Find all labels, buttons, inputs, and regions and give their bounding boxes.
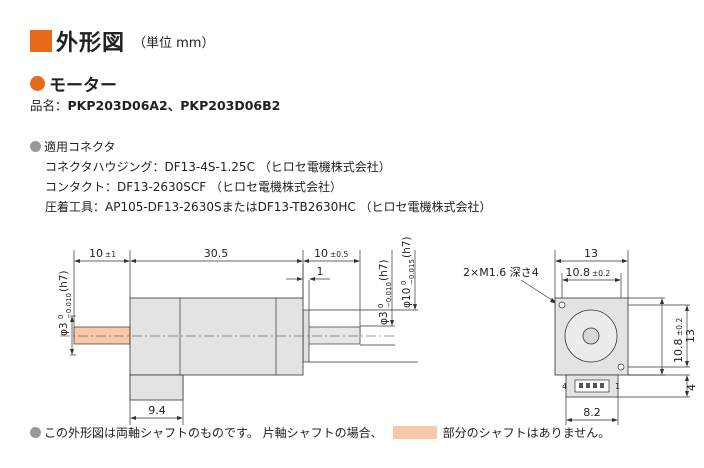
title-square-icon: [30, 30, 52, 52]
footer-text1: この外形図は両軸シャフトのものです。 片軸シャフトの場合、: [44, 426, 383, 440]
pin-2-icon: [593, 383, 597, 388]
pin-1-icon: [600, 383, 604, 388]
product-line: 品名：PKP203D06A2、PKP203D06B2: [30, 95, 280, 114]
pin-3-icon: [586, 383, 590, 388]
side-view-arrows: [70, 259, 417, 420]
connector-housing: コネクタハウジング：DF13-4S-1.25C （ヒロセ電機株式会社）: [45, 160, 391, 174]
mount-hole-top-left-icon: [558, 301, 566, 309]
shaft-dia-left-tol-top: 0: [57, 315, 65, 319]
product-label: 品名：: [30, 98, 68, 113]
title-main: 外形図: [56, 31, 126, 56]
dim-front-height: 13: [684, 329, 697, 343]
motor-heading-text: モーター: [49, 76, 117, 96]
pin-left-label: 4: [562, 382, 567, 391]
dim-shaft-left: 10: [89, 247, 103, 260]
pilot-dia-tol-bottom: −0.015: [408, 259, 416, 285]
orange-bullet-icon: [30, 76, 45, 91]
pilot-dia-label: φ10 0 −0.015 (h7): [400, 236, 416, 308]
connector-info: 適用コネクタ コネクタハウジング：DF13-4S-1.25C （ヒロセ電機株式会…: [30, 137, 492, 217]
front-view-arrows: [550, 259, 689, 422]
pilot-dia: φ10: [401, 288, 413, 308]
dim-pitch: 10.8: [566, 266, 591, 279]
tol-shaft-left: ±1: [105, 250, 116, 259]
connector-heading-row: 適用コネクタ: [30, 137, 492, 157]
footer-note: この外形図は両軸シャフトのものです。 片軸シャフトの場合、 部分のシャフトはあり…: [30, 424, 610, 441]
shaft-dia-left-tol-bottom: −0.010: [65, 293, 73, 319]
shaft-dia-right-fit: (h7): [378, 259, 390, 281]
shaft-left: [73, 326, 131, 345]
pin-4-icon: [579, 383, 583, 388]
gray-bullet-icon: [30, 427, 41, 438]
height-label: 13: [684, 329, 697, 343]
connector-contact: コンタクト：DF13-2630SCF （ヒロセ電機株式会社）: [45, 180, 342, 194]
shaft-dia-left-fit: (h7): [58, 270, 70, 292]
shaft-dia-right-label: φ3 0 −0.010 (h7): [377, 259, 393, 325]
mount-hole-bottom-right-icon: [617, 363, 625, 371]
product-models: PKP203D06A2、PKP203D06B2: [67, 98, 281, 113]
tol-pitch-v: ±0.2: [675, 318, 684, 336]
pin-right-label: 1: [615, 382, 620, 391]
motor-heading: モーター: [30, 71, 117, 96]
shaft-dia-left: φ3: [58, 322, 70, 336]
shaft-dia-right-tol-bottom: −0.010: [385, 282, 393, 308]
title-unit: （単位 mm）: [133, 35, 215, 51]
side-view-lines: [70, 250, 418, 425]
pilot-dia-tol-top: 0: [400, 281, 408, 285]
page-title: 外形図 （単位 mm）: [30, 28, 215, 56]
dim-connector-side: 9.4: [148, 404, 166, 417]
conn-h-label: 4: [685, 384, 698, 391]
dim-shaft-right: 10: [314, 247, 328, 260]
motor-body: [129, 297, 304, 376]
dim-conn-h: 4: [685, 384, 698, 391]
dim-front-width: 13: [584, 247, 598, 260]
shaft-dia-right: φ3: [378, 311, 390, 325]
shaft-circle: [582, 327, 600, 345]
gray-bullet-icon: [30, 141, 41, 152]
dim-pitch-v: 10.8: [672, 339, 685, 364]
tol-pitch: ±0.2: [592, 269, 610, 278]
connector-tool: 圧着工具：AP105-DF13-2630SまたはDF13-TB2630HC （ヒ…: [45, 200, 492, 214]
connector-heading: 適用コネクタ: [44, 140, 116, 154]
shaft-dia-left-label: φ3 0 −0.010 (h7): [57, 270, 73, 336]
shaft-dia-right-tol-top: 0: [377, 304, 385, 308]
connector-side: [129, 374, 184, 401]
dim-conn-w: 8.2: [583, 406, 601, 419]
pitch-v-label: 10.8 ±0.2: [672, 318, 685, 363]
shaft-right: [302, 326, 361, 345]
shaft-color-swatch: [392, 426, 437, 439]
dim-body: 30.5: [204, 247, 229, 260]
holes-label: 2×M1.6 深さ4: [463, 266, 539, 279]
tol-shaft-right: ±0.5: [330, 250, 348, 259]
footer-text2: 部分のシャフトはありません。: [442, 426, 611, 440]
dim-pilot: 1: [317, 265, 324, 278]
pilot-dia-fit: (h7): [401, 236, 413, 258]
